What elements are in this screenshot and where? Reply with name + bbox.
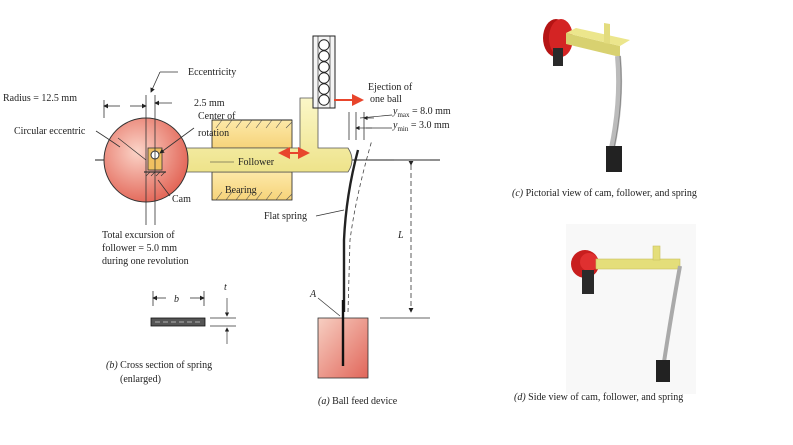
flat-spring-label: Flat spring: [264, 211, 307, 222]
caption-d: (d) Side view of cam, follower, and spri…: [514, 392, 683, 403]
ball-tube: [312, 35, 336, 109]
ejection-label-2: one ball: [370, 94, 402, 105]
radius-label: Radius = 12.5 mm: [3, 93, 77, 104]
excursion-label-2: follower = 5.0 mm: [102, 243, 177, 254]
caption-b-line-1: (b) Cross section of spring: [106, 360, 212, 371]
center-of-rotation-label-2: rotation: [198, 128, 229, 139]
eccentricity-label: Eccentricity: [188, 67, 236, 78]
length-label: L: [397, 230, 404, 241]
flat-spring-deflected: [347, 139, 373, 313]
caption-a: (a) Ball feed device: [318, 396, 398, 407]
radius-line: [117, 137, 147, 161]
excursion-label-3: during one revolution: [102, 256, 189, 267]
offset-label: 2.5 mm: [194, 98, 225, 109]
width-b-label: b: [174, 294, 179, 305]
spring-cross-section: [150, 291, 236, 344]
bearing-lower: [211, 171, 293, 201]
pictorial-render: [543, 19, 630, 172]
flat-spring: [342, 149, 360, 312]
caption-b-line-2: (enlarged): [120, 374, 161, 385]
side-view-render: [566, 224, 696, 394]
ymin-label: ymin = 3.0 mm: [392, 120, 450, 133]
ejection-label-1: Ejection of: [368, 82, 413, 93]
thickness-t-label: t: [224, 282, 227, 293]
circular-eccentric-label: Circular eccentric: [14, 126, 86, 137]
point-a-label: A: [309, 289, 317, 300]
cam-label: Cam: [172, 194, 191, 205]
caption-c: (c) Pictorial view of cam, follower, and…: [512, 188, 697, 199]
center-of-rotation-label-1: Center of: [198, 111, 236, 122]
bearing-label: Bearing: [225, 185, 257, 196]
ymax-label: ymax = 8.0 mm: [392, 106, 451, 119]
excursion-label-1: Total excursion of: [102, 230, 175, 241]
follower-label: Follower: [238, 157, 275, 168]
